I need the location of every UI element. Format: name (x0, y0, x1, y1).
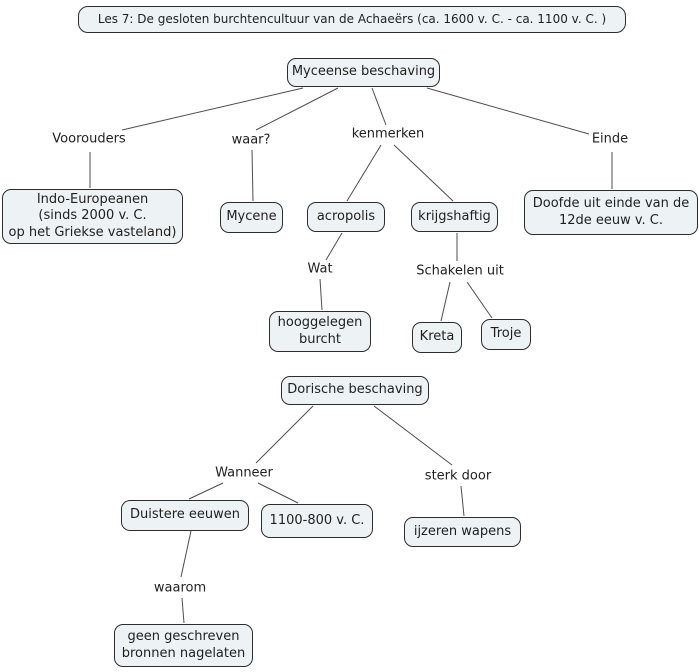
connector-line (188, 482, 224, 500)
concept-node-indo-europeanen[interactable]: Indo-Europeanen (sinds 2000 v. C. op het… (2, 189, 183, 244)
connector-line (325, 232, 343, 261)
concept-node-ijzeren-wapens[interactable]: ijzeren wapens (404, 517, 521, 547)
link-label-einde[interactable]: Einde (591, 131, 629, 147)
link-label-waarom[interactable]: waarom (153, 580, 207, 596)
concept-node-myceense-beschaving[interactable]: Myceense beschaving (287, 58, 440, 87)
connector-line (251, 149, 254, 202)
connector-line (181, 597, 185, 624)
concept-node-troje[interactable]: Troje (481, 319, 531, 350)
connector-line (257, 482, 299, 504)
link-label-sterk-door[interactable]: sterk door (424, 468, 492, 484)
concept-node-acropolis[interactable]: acropolis (307, 202, 385, 232)
connector-line (371, 87, 387, 126)
connector-line (440, 281, 451, 322)
connector-line (319, 278, 323, 311)
connector-line (346, 144, 382, 202)
concept-node-doofde-uit[interactable]: Doofde uit einde van de 12de eeuw v. C. (524, 190, 698, 235)
connector-line (426, 87, 590, 135)
connector-line (466, 281, 493, 319)
map-title-node[interactable]: Les 7: De gesloten burchtencultuur van d… (78, 6, 626, 33)
concept-node-kreta[interactable]: Kreta (412, 322, 462, 353)
concept-node-dorische-beschaving[interactable]: Dorische beschaving (281, 376, 429, 405)
concept-node-mycene[interactable]: Mycene (220, 202, 283, 233)
concept-node-1100-800[interactable]: 1100-800 v. C. (261, 504, 373, 538)
concept-node-duistere-eeuwen[interactable]: Duistere eeuwen (121, 500, 249, 531)
connector-line (255, 87, 339, 131)
link-label-waar[interactable]: waar? (231, 132, 271, 148)
concept-node-krijgshaftig[interactable]: krijgshaftig (411, 202, 498, 232)
connector-line (255, 405, 314, 464)
link-label-schakelen-uit[interactable]: Schakelen uit (416, 263, 504, 279)
connector-line (373, 405, 453, 466)
connector-line (460, 485, 465, 517)
link-label-kenmerken[interactable]: kenmerken (351, 126, 425, 142)
connector-line (180, 530, 192, 578)
concept-node-hooggelegen-burcht[interactable]: hooggelegen burcht (269, 311, 371, 352)
connector-line (121, 87, 304, 131)
link-label-wat[interactable]: Wat (307, 261, 333, 277)
link-label-wanneer[interactable]: Wanneer (215, 465, 273, 481)
connector-line (393, 144, 454, 202)
concept-node-geen-bronnen[interactable]: geen geschreven bronnen nagelaten (114, 624, 253, 667)
link-label-voorouders[interactable]: Voorouders (52, 131, 126, 147)
